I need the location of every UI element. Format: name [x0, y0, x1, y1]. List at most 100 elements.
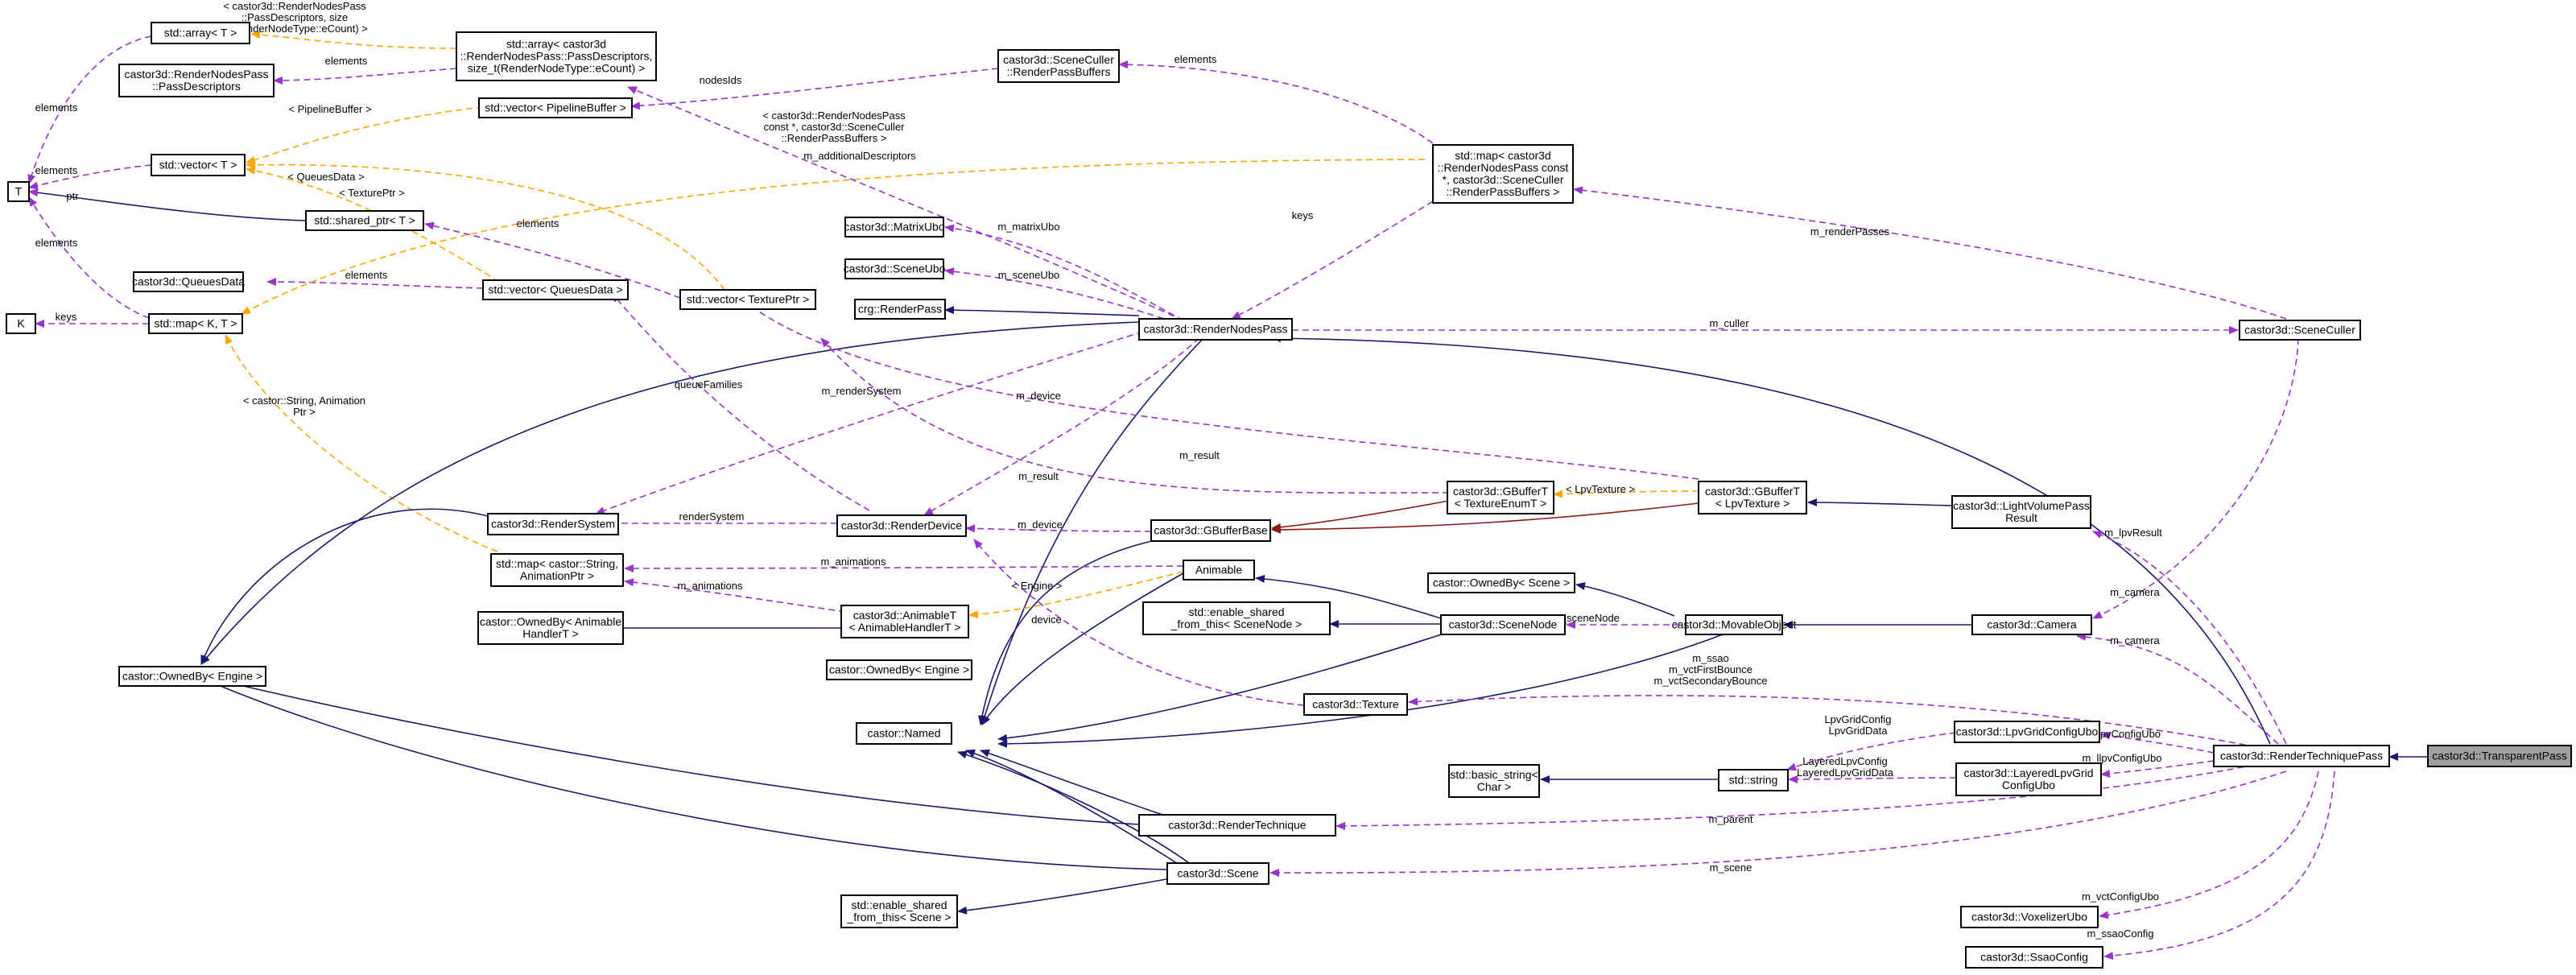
node-lpvgridconfigubo[interactable]: castor3d::LpvGridConfigUbo: [1954, 721, 2100, 743]
node-sceneculler[interactable]: castor3d::SceneCuller: [2239, 320, 2361, 341]
node-texture[interactable]: castor3d::Texture: [1303, 693, 1408, 716]
edge-label-l-pipelinebuffer: < PipelineBuffer >: [288, 103, 371, 115]
node-label: ConfigUbo: [2002, 779, 2055, 791]
node-label: castor3d::LpvGridConfigUbo: [1956, 725, 2099, 738]
node-label: std::vector< PipelineBuffer >: [485, 101, 626, 114]
node-ownedby-animablehandlert[interactable]: castor::OwnedBy< AnimableHandlerT >: [477, 611, 624, 645]
node-sceneubo[interactable]: castor3d::SceneUbo: [844, 258, 946, 279]
node-array-t[interactable]: std::array< T >: [151, 22, 250, 44]
node-ownedby-engine-mid[interactable]: castor::OwnedBy< Engine >: [826, 659, 972, 680]
node-animablet[interactable]: castor3d::AnimableT< AnimableHandlerT >: [840, 605, 969, 638]
edge-label-l-result-enum: m_result: [1018, 470, 1059, 482]
edge-label-l-array-template: < castor3d::RenderNodesPass::PassDescrip…: [221, 0, 368, 35]
edge-animations-animable: [624, 564, 1184, 572]
edge-camera: [2076, 632, 2279, 745]
edge-label-l-elements-vectort: elements: [35, 164, 78, 176]
node-vector-t[interactable]: std::vector< T >: [151, 154, 246, 176]
node-named[interactable]: castor::Named: [856, 722, 952, 745]
edge-scene-named-2: [957, 750, 1192, 866]
node-vector-textureptr[interactable]: std::vector< TexturePtr >: [679, 289, 816, 310]
edge-texptr-shared: [424, 221, 681, 299]
node-label: castor3d::Scene: [1177, 867, 1258, 880]
node-vector-queuesdata[interactable]: std::vector< QueuesData >: [482, 279, 629, 300]
node-sceneculler-renderpassbuffers[interactable]: castor3d::SceneCuller::RenderPassBuffers: [997, 49, 1120, 83]
node-k[interactable]: K: [6, 313, 36, 334]
node-map-rnp[interactable]: std::map< castor3d::RenderNodesPass cons…: [1432, 144, 1574, 204]
node-crg-renderpass[interactable]: crg::RenderPass: [854, 299, 946, 320]
edge-lpvresult: [2092, 531, 2287, 745]
node-map-kt[interactable]: std::map< K, T >: [148, 313, 243, 334]
node-label: std::string: [1729, 774, 1778, 787]
edge-label-l-rendersystem-rnp: m_renderSystem: [822, 385, 902, 397]
node-std-string[interactable]: std::string: [1718, 769, 1789, 791]
node-basic-string-char[interactable]: std::basic_string<Char >: [1448, 764, 1540, 798]
edge-label-l-rendersystem: renderSystem: [679, 510, 745, 523]
edge-label-l-device: device: [1031, 614, 1062, 626]
edge-nodesIds: [630, 68, 999, 110]
edge-ssaoconfig: [2103, 770, 2335, 961]
node-ssaoconfig[interactable]: castor3d::SsaoConfig: [1965, 946, 2103, 969]
node-label: castor3d::RenderTechnique: [1168, 819, 1306, 832]
node-renderdevice[interactable]: castor3d::RenderDevice: [836, 514, 967, 537]
edge-map-elements: [28, 196, 150, 319]
node-label: _from_this< SceneNode >: [1170, 618, 1302, 630]
node-gbuffert-textureenumt[interactable]: castor3d::GBufferT< TextureEnumT >: [1447, 481, 1554, 514]
edge-label-l-llpvconfigubo: m_llpvConfigUbo: [2083, 752, 2162, 764]
node-gbufferbase[interactable]: castor3d::GBufferBase: [1150, 519, 1271, 542]
edge-label-l-queuefamilies: queueFamilies: [675, 378, 743, 390]
edge-sceneubo: [944, 267, 1184, 326]
node-rendersystem[interactable]: castor3d::RenderSystem: [487, 513, 619, 535]
edge-queuesdata-template: [246, 166, 500, 283]
node-rendernodespass[interactable]: castor3d::RenderNodesPass: [1138, 318, 1293, 341]
node-label: K: [17, 317, 25, 330]
edge-label-l-ptr: ptr: [66, 190, 79, 202]
node-label: castor3d::RenderTechniquePass: [2220, 750, 2383, 762]
node-enable-shared-scenenode[interactable]: std::enable_shared_from_this< SceneNode …: [1142, 601, 1331, 635]
node-movableobject[interactable]: castor3d::MovableObject: [1672, 614, 1797, 635]
edge-map-keys-rnp: [1231, 200, 1434, 320]
node-label: castor3d::SceneNode: [1449, 618, 1558, 631]
node-ownedby-scene[interactable]: castor::OwnedBy< Scene >: [1427, 572, 1575, 593]
node-t[interactable]: T: [7, 181, 30, 202]
edge-movable-ownedbyscene: [1575, 582, 1675, 617]
node-camera[interactable]: castor3d::Camera: [1971, 614, 2092, 635]
node-map-string-animationptr[interactable]: std::map< castor::String,AnimationPtr >: [490, 553, 624, 587]
node-shared-ptr-t[interactable]: std::shared_ptr< T >: [305, 210, 424, 231]
node-gbuffert-lpvtexture[interactable]: castor3d::GBufferT< LpvTexture >: [1698, 481, 1807, 514]
node-animable[interactable]: Animable: [1183, 560, 1255, 580]
edge-label-l-ssaoconfig: m_ssaoConfig: [2087, 927, 2153, 940]
node-enable-shared-scene[interactable]: std::enable_shared_from_this< Scene >: [840, 894, 958, 928]
edge-scene-ownedby: [200, 677, 1168, 870]
node-label: Char >: [1477, 780, 1511, 793]
node-label: castor3d::TransparentPass: [2432, 750, 2567, 762]
node-label: std::map< K, T >: [155, 317, 237, 330]
edge-sharedptr-ptr: [28, 188, 307, 221]
edge-label-l-result-lpv: m_result: [1179, 449, 1220, 461]
node-label: castor::OwnedBy< Engine >: [122, 670, 262, 683]
edge-lpvstr: [1786, 732, 1957, 771]
edge-rnp-named: [980, 337, 1204, 725]
node-rnp-passdescriptors[interactable]: castor3d::RenderNodesPass::PassDescripto…: [118, 64, 275, 97]
edge-texptr-template: [246, 160, 725, 291]
node-rendertechniquepass[interactable]: castor3d::RenderTechniquePass: [2213, 745, 2390, 767]
node-transparentpass[interactable]: castor3d::TransparentPass: [2427, 745, 2572, 767]
node-scene[interactable]: castor3d::Scene: [1166, 862, 1269, 885]
edge-lvpr-gbufferlpv: [1807, 498, 1953, 507]
node-rendertechnique[interactable]: castor3d::RenderTechnique: [1138, 814, 1336, 837]
edge-label-l-camera: m_camera: [2110, 634, 2160, 647]
node-label: castor3d::RenderSystem: [491, 518, 615, 531]
node-matrixubo[interactable]: castor3d::MatrixUbo: [844, 217, 945, 238]
edge-parent: [1335, 764, 2255, 830]
node-label: crg::RenderPass: [858, 303, 942, 316]
node-label: std::vector< QueuesData >: [488, 283, 622, 296]
node-queuesdata[interactable]: castor3d::QueuesData: [132, 271, 245, 292]
node-voxelizerubo[interactable]: castor3d::VoxelizerUbo: [1960, 906, 2099, 928]
node-vector-pipelinebuffer[interactable]: std::vector< PipelineBuffer >: [478, 97, 633, 118]
node-scenenode[interactable]: castor3d::SceneNode: [1440, 614, 1566, 635]
edge-label-l-elements-map: elements: [35, 237, 78, 249]
node-ownedby-engine-left[interactable]: castor::OwnedBy< Engine >: [118, 666, 266, 687]
node-array-passdesc[interactable]: std::array< castor3d::RenderNodesPass::P…: [456, 31, 657, 81]
